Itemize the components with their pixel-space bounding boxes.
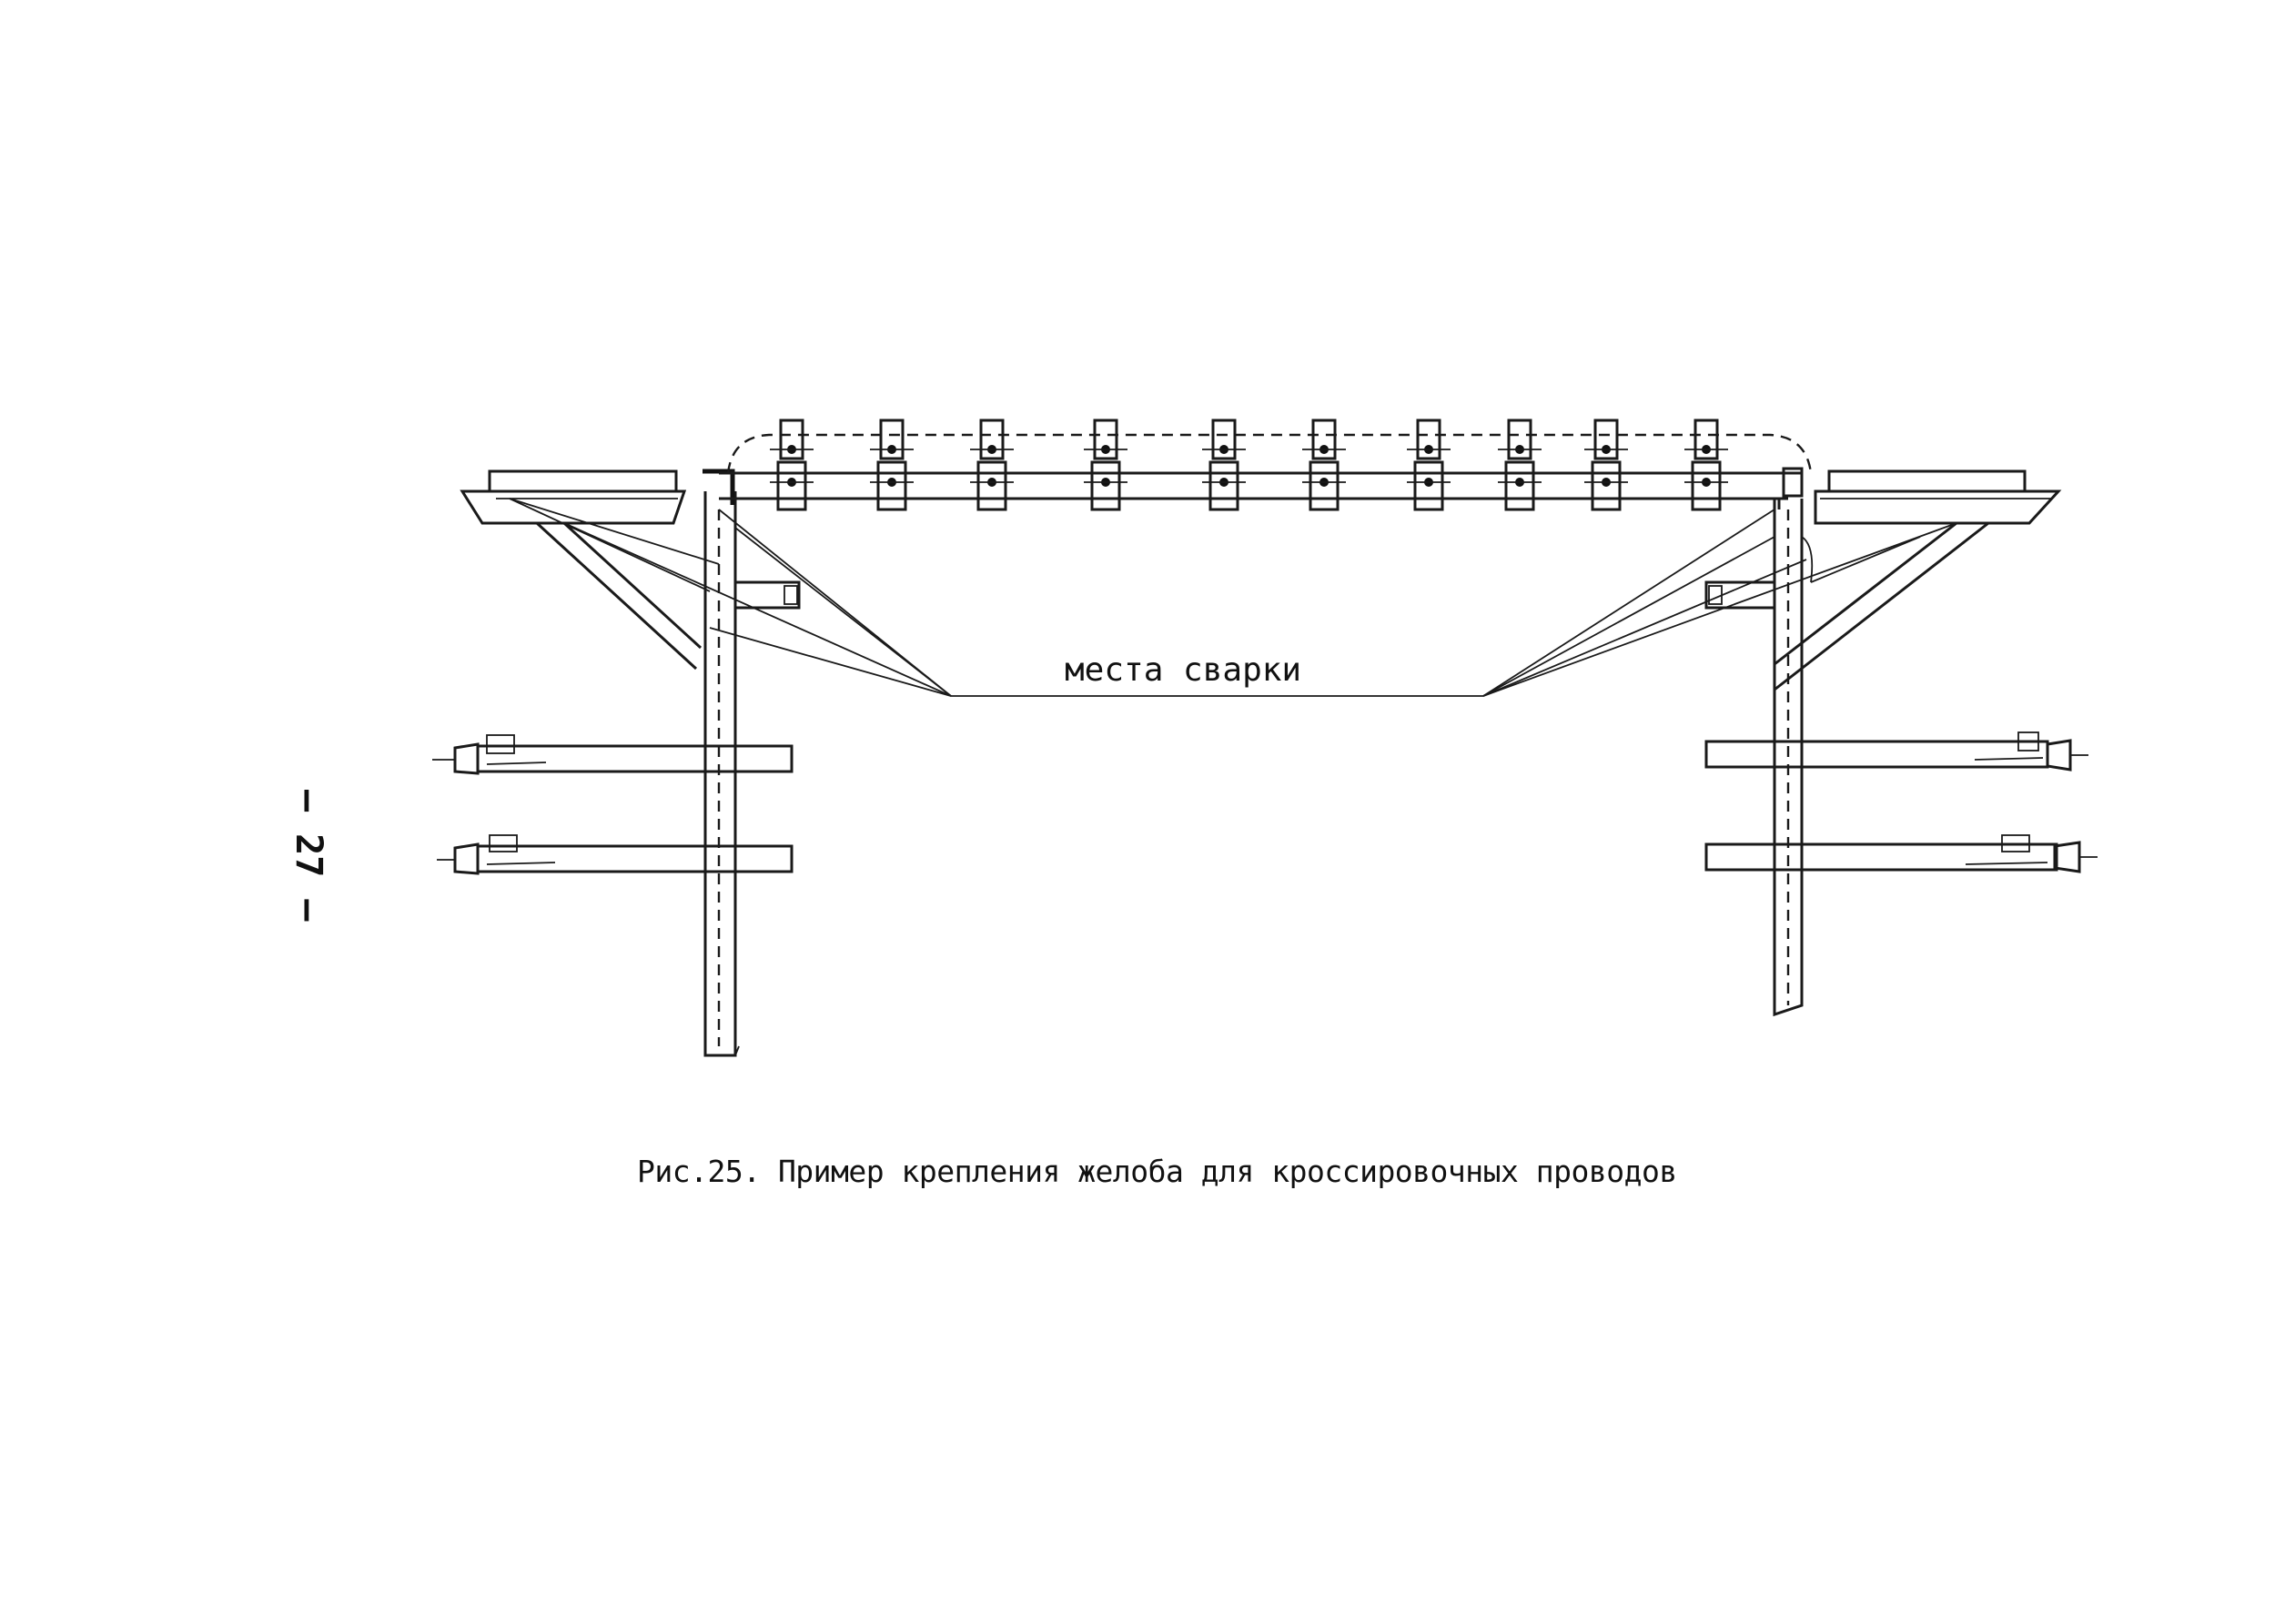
- figure-caption: Рис.25. Пример крепления желоба для крос…: [637, 1154, 1677, 1189]
- beam-clamp: [870, 419, 914, 511]
- right-post: [1773, 499, 1814, 1017]
- beam-clamp: [770, 419, 814, 511]
- left-cross-arm-2: [437, 834, 794, 875]
- left-mid-bracket: [733, 580, 801, 610]
- right-brace: [1774, 521, 1989, 691]
- left-tray: [460, 469, 687, 525]
- weld-points-label: места сварки: [1065, 651, 1302, 689]
- beam-clamp: [1584, 419, 1628, 511]
- left-brace: [509, 498, 720, 671]
- beam-clamps: [770, 419, 1728, 511]
- beam-clamp: [1302, 419, 1346, 511]
- right-tray: [1814, 469, 2062, 525]
- weld-leader-lines: [563, 509, 1957, 697]
- right-cross-arm-2: [1704, 834, 2098, 873]
- beam-clamp: [1684, 419, 1728, 511]
- right-cross-arm-1: [1704, 731, 2088, 772]
- right-mid-bracket: [1704, 580, 1776, 610]
- beam-clamp: [1407, 419, 1451, 511]
- top-frame: [719, 433, 1813, 509]
- beam-clamp: [1084, 419, 1127, 511]
- beam-clamp: [1202, 419, 1246, 511]
- left-cross-arm-1: [432, 734, 794, 775]
- left-post: [703, 469, 740, 1057]
- beam-clamp: [970, 419, 1014, 511]
- beam-clamp: [1498, 419, 1542, 511]
